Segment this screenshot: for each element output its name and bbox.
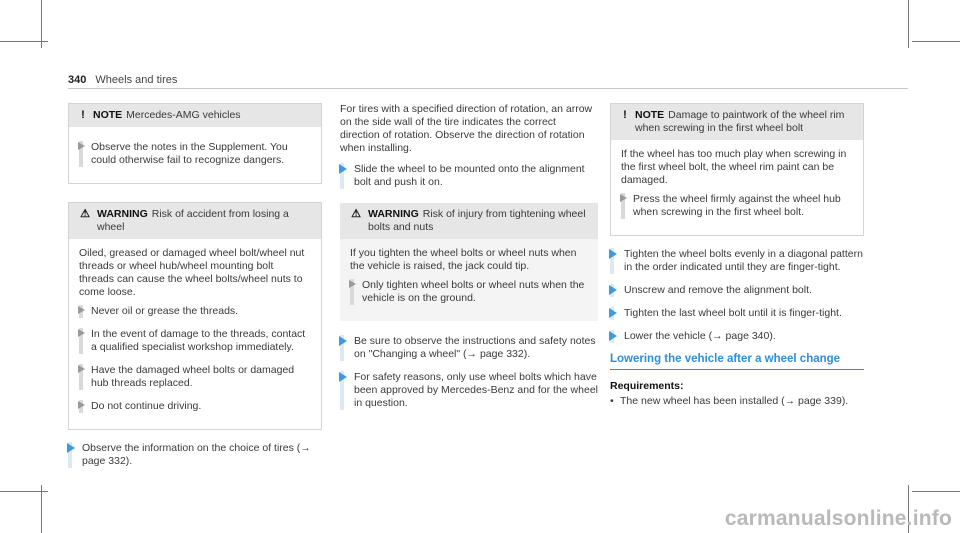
crop-mark bbox=[41, 485, 42, 533]
instruction-step: For safety reasons, only use wheel bolts… bbox=[339, 371, 598, 410]
warning-triangle-icon: ⚠ bbox=[80, 208, 90, 220]
intro-paragraph: For tires with a specified direction of … bbox=[340, 103, 593, 154]
instruction-step: In the event of damage to the threads, c… bbox=[78, 328, 311, 354]
requirements-label: Requirements: bbox=[610, 380, 684, 392]
arrow-icon bbox=[349, 280, 356, 288]
arrow-icon bbox=[609, 285, 617, 295]
arrow-icon bbox=[339, 372, 347, 382]
bullet-icon: • bbox=[610, 395, 614, 407]
crop-mark bbox=[0, 41, 48, 42]
note-body: If the wheel has too much play when scre… bbox=[621, 148, 847, 186]
header-divider bbox=[68, 88, 908, 89]
note-keyword: NOTE bbox=[93, 109, 123, 121]
crop-mark bbox=[0, 491, 48, 492]
instruction-step: Lower the vehicle (→ page 340). bbox=[609, 330, 864, 343]
note-keyword: NOTE bbox=[635, 109, 665, 121]
arrow-icon bbox=[78, 401, 85, 409]
page-header: 340 Wheels and tires bbox=[68, 74, 177, 86]
instruction-step: Never oil or grease the threads. bbox=[78, 305, 311, 318]
page-title: Wheels and tires bbox=[95, 74, 178, 86]
crop-mark bbox=[908, 0, 909, 48]
warning-title: Risk of accident from losing a wheel bbox=[97, 208, 289, 233]
warning-body: Oiled, greased or damaged wheel bolt/whe… bbox=[79, 247, 305, 298]
warning-body: If you tighten the wheel bolts or wheel … bbox=[350, 247, 577, 272]
note-title: Mercedes-AMG vehicles bbox=[126, 109, 241, 121]
arrow-icon bbox=[78, 306, 85, 314]
instruction-step: Observe the information on the choice of… bbox=[67, 442, 322, 468]
column-2: For tires with a specified direction of … bbox=[339, 103, 598, 420]
step-text: Only tighten wheel bolts or wheel nuts w… bbox=[362, 279, 585, 304]
warning-triangle-icon: ⚠ bbox=[351, 208, 361, 220]
arrow-icon bbox=[78, 329, 85, 337]
step-text: Do not continue driving. bbox=[91, 400, 202, 412]
instruction-step: Tighten the wheel bolts evenly in a diag… bbox=[609, 248, 864, 274]
step-text: Slide the wheel to be mounted onto the a… bbox=[354, 163, 585, 188]
step-text: Unscrew and remove the alignment bolt. bbox=[624, 284, 812, 296]
instruction-step: Unscrew and remove the alignment bolt. bbox=[609, 284, 864, 297]
arrow-icon bbox=[78, 142, 85, 150]
step-text: Be sure to observe the instructions and … bbox=[354, 335, 596, 360]
instruction-step: Press the wheel firmly against the wheel… bbox=[620, 193, 853, 219]
arrow-icon bbox=[78, 365, 85, 373]
step-text: Tighten the last wheel bolt until it is … bbox=[624, 307, 842, 319]
list-item: • The new wheel has been installed (→ pa… bbox=[610, 395, 864, 408]
warning-keyword: WARNING bbox=[97, 208, 148, 220]
step-text: Never oil or grease the threads. bbox=[91, 305, 239, 317]
page-number: 340 bbox=[68, 74, 87, 86]
arrow-icon bbox=[609, 331, 617, 341]
instruction-step: Do not continue driving. bbox=[78, 400, 311, 413]
arrow-icon bbox=[609, 249, 617, 259]
instruction-step: Be sure to observe the instructions and … bbox=[339, 335, 598, 361]
arrow-icon bbox=[67, 443, 75, 453]
crop-mark bbox=[41, 0, 42, 48]
step-text: Press the wheel firmly against the wheel… bbox=[633, 193, 841, 218]
step-text: In the event of damage to the threads, c… bbox=[91, 328, 306, 353]
warning-title: Risk of injury from tightening wheel bol… bbox=[368, 208, 586, 233]
watermark: carmanualsonline.info bbox=[724, 507, 952, 530]
section-heading: Lowering the vehicle after a wheel chang… bbox=[610, 353, 864, 370]
note-title: Damage to paintwork of the wheel rim whe… bbox=[635, 109, 845, 134]
arrow-icon bbox=[609, 308, 617, 318]
arrow-icon bbox=[339, 336, 347, 346]
exclamation-icon: ! bbox=[81, 109, 85, 121]
arrow-icon bbox=[339, 164, 347, 174]
step-text: Observe the notes in the Supplement. You… bbox=[91, 141, 288, 166]
warning-keyword: WARNING bbox=[368, 208, 419, 220]
step-text: Lower the vehicle (→ page 340). bbox=[624, 330, 776, 342]
instruction-step: Only tighten wheel bolts or wheel nuts w… bbox=[349, 279, 588, 305]
instruction-step: Slide the wheel to be mounted onto the a… bbox=[339, 163, 598, 189]
arrow-icon bbox=[620, 194, 627, 202]
crop-mark bbox=[908, 485, 909, 533]
step-text: For safety reasons, only use wheel bolts… bbox=[354, 371, 598, 409]
requirement-text: The new wheel has been installed (→ page… bbox=[620, 395, 849, 407]
exclamation-icon: ! bbox=[623, 109, 627, 121]
instruction-step: Tighten the last wheel bolt until it is … bbox=[609, 307, 864, 320]
step-text: Have the damaged wheel bolts or damaged … bbox=[91, 364, 295, 389]
crop-mark bbox=[912, 41, 960, 42]
step-text: Tighten the wheel bolts evenly in a diag… bbox=[624, 248, 863, 273]
instruction-step: Have the damaged wheel bolts or damaged … bbox=[78, 364, 311, 390]
instruction-step: Observe the notes in the Supplement. You… bbox=[78, 141, 311, 167]
crop-mark bbox=[912, 491, 960, 492]
step-text: Observe the information on the choice of… bbox=[82, 442, 311, 467]
